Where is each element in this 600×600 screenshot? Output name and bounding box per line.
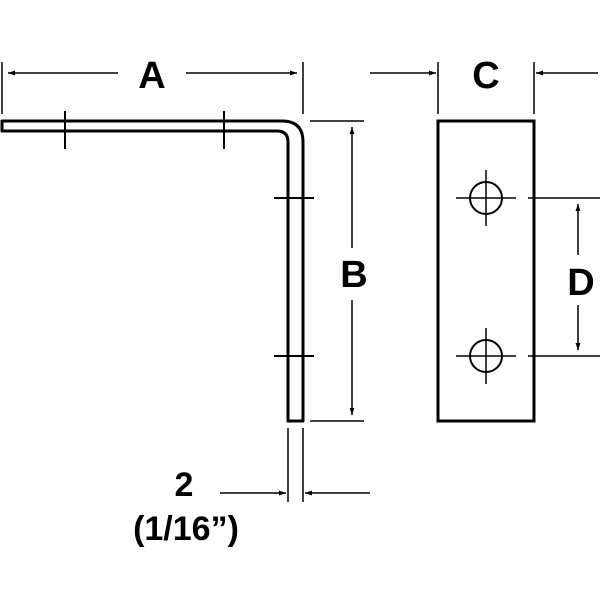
dimension-a: A: [1, 55, 304, 114]
label-thickness-number: 2: [175, 466, 194, 504]
dimension-c: C: [370, 55, 598, 114]
dimension-b: B: [310, 120, 368, 422]
label-thickness-fraction: (1/16”): [133, 510, 239, 548]
bracket-side-view: [0, 111, 314, 423]
mounting-hole: [456, 170, 516, 226]
mounting-hole: [456, 328, 516, 384]
label-a: A: [138, 55, 165, 97]
dimension-thickness: 2 (1/16”): [133, 428, 370, 548]
bracket-outline: [0, 119, 305, 423]
label-c: C: [472, 55, 499, 97]
plate-front-view: [436, 119, 536, 423]
dimension-d: D: [528, 197, 600, 357]
label-b: B: [340, 254, 367, 296]
label-d: D: [567, 262, 594, 304]
